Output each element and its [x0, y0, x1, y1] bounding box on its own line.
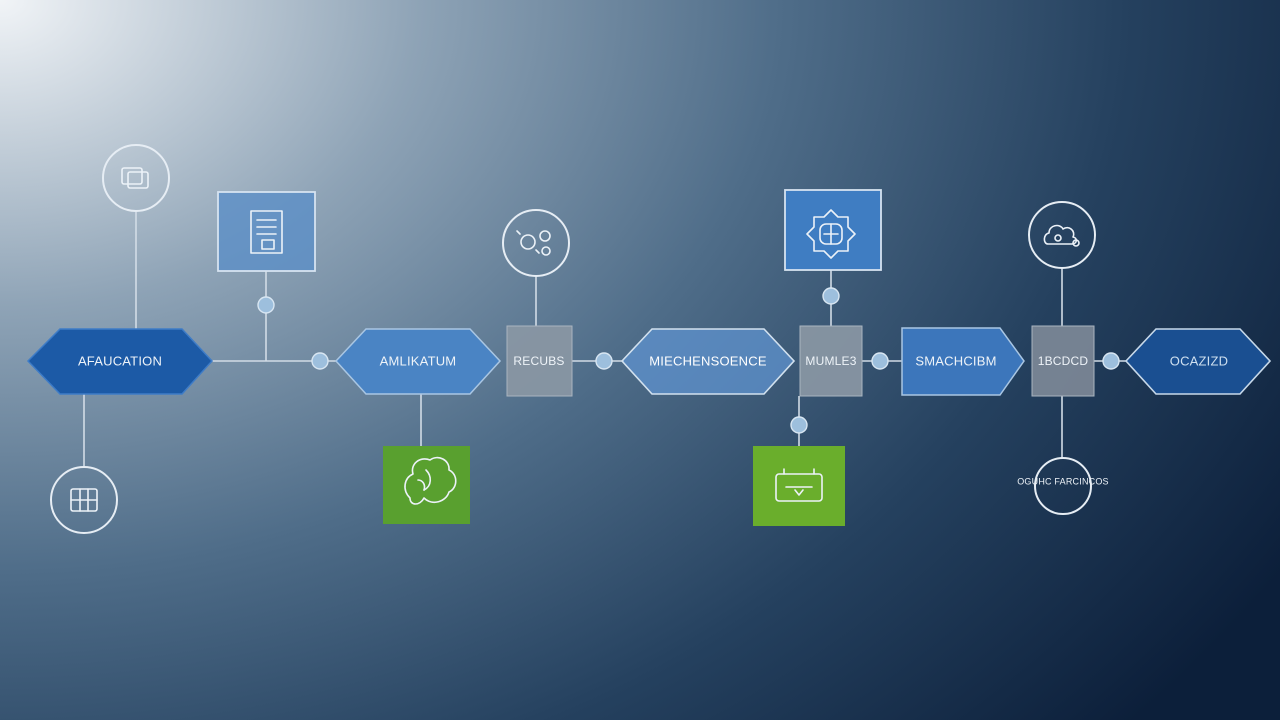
gear-cluster-circle[interactable]: [502, 209, 570, 277]
knob-search-orchestration: [1102, 352, 1120, 370]
grid-icon: [70, 488, 98, 512]
battery-icon: [775, 468, 823, 502]
battery-box[interactable]: [753, 446, 845, 526]
node-records[interactable]: RECUBS: [506, 325, 573, 397]
node-application-1[interactable]: AFAUCATION: [26, 328, 214, 395]
document-icon: [250, 210, 283, 254]
node-application-1-label: AFAUCATION: [78, 353, 162, 368]
knob-battery: [790, 416, 808, 434]
knob-modules-smarthub: [871, 352, 889, 370]
plant-box[interactable]: [383, 446, 470, 524]
outlier-circle[interactable]: OGUHC FARCINCOS: [1017, 457, 1109, 515]
connector-knobs: [257, 287, 1120, 434]
node-records-label: RECUBS: [513, 354, 564, 368]
cloud-gear-circle[interactable]: [1028, 201, 1096, 269]
node-application-2-label: AMLIKATUM: [380, 353, 457, 368]
node-orchestration[interactable]: OCAZIZD: [1124, 328, 1272, 395]
plant-icon: [404, 456, 457, 505]
node-modules-label: MUMLE3: [805, 354, 856, 368]
knob-document: [257, 296, 275, 314]
node-orchestration-label: OCAZIZD: [1170, 353, 1228, 368]
node-smarthub[interactable]: SMACHCIBM: [901, 327, 1025, 396]
node-search[interactable]: 1BCDCD: [1031, 325, 1095, 397]
grid-circle[interactable]: [50, 466, 118, 534]
node-middleware[interactable]: MIECHENSOENCE: [620, 328, 796, 395]
gear-cluster-icon: [516, 230, 551, 256]
knob-app1-app2: [311, 352, 329, 370]
circuit-box[interactable]: [784, 189, 882, 271]
node-search-label: 1BCDCD: [1038, 354, 1089, 368]
cards-circle[interactable]: [102, 144, 170, 212]
cloud-gear-icon: [1043, 224, 1080, 247]
node-application-2[interactable]: AMLIKATUM: [334, 328, 502, 395]
node-modules[interactable]: MUMLE3: [799, 325, 863, 397]
document-box[interactable]: [217, 191, 316, 272]
node-smarthub-label: SMACHCIBM: [915, 353, 996, 368]
knob-records-middleware: [595, 352, 613, 370]
cards-icon: [121, 167, 149, 189]
circuit-gear-icon: [806, 209, 856, 259]
node-middleware-label: MIECHENSOENCE: [649, 353, 767, 368]
knob-circuit: [822, 287, 840, 305]
connector-lines: [83, 212, 1128, 466]
outlier-label: OGUHC FARCINCOS: [1017, 476, 1109, 486]
